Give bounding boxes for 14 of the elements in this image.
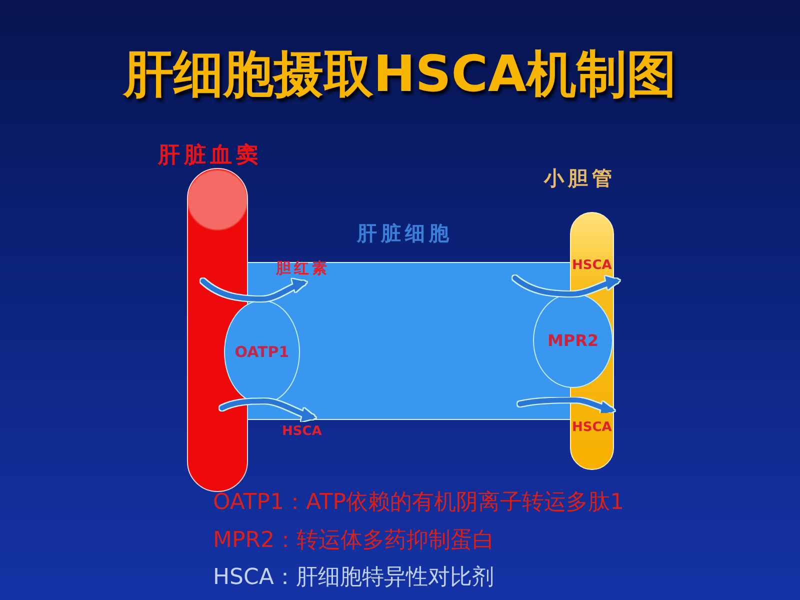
sinusoid-label: 肝脏血窦 <box>158 142 262 168</box>
hepatocyte-label: 肝脏细胞 <box>357 221 453 245</box>
note-text: OATP1：ATP依赖的有机阴离子转运多肽1 <box>213 490 624 516</box>
note-text: HSCA：肝细胞特异性对比剂 <box>213 565 494 592</box>
transporter-label: MPR2 <box>547 330 599 350</box>
edge-label: HSCA <box>572 258 612 274</box>
bile-duct-label: 小胆管 <box>544 166 616 190</box>
note-text: MPR2：转运体多药抑制蛋白 <box>213 528 495 554</box>
slide-title: 肝细胞摄取HSCA机制图 <box>123 44 677 104</box>
transporter-label: OATP1 <box>234 343 290 361</box>
curved-arrow <box>220 398 316 422</box>
edge-label: 胆红素 <box>276 259 330 277</box>
edge-label: HSCA <box>572 420 612 436</box>
edge-label: HSCA <box>282 424 322 440</box>
